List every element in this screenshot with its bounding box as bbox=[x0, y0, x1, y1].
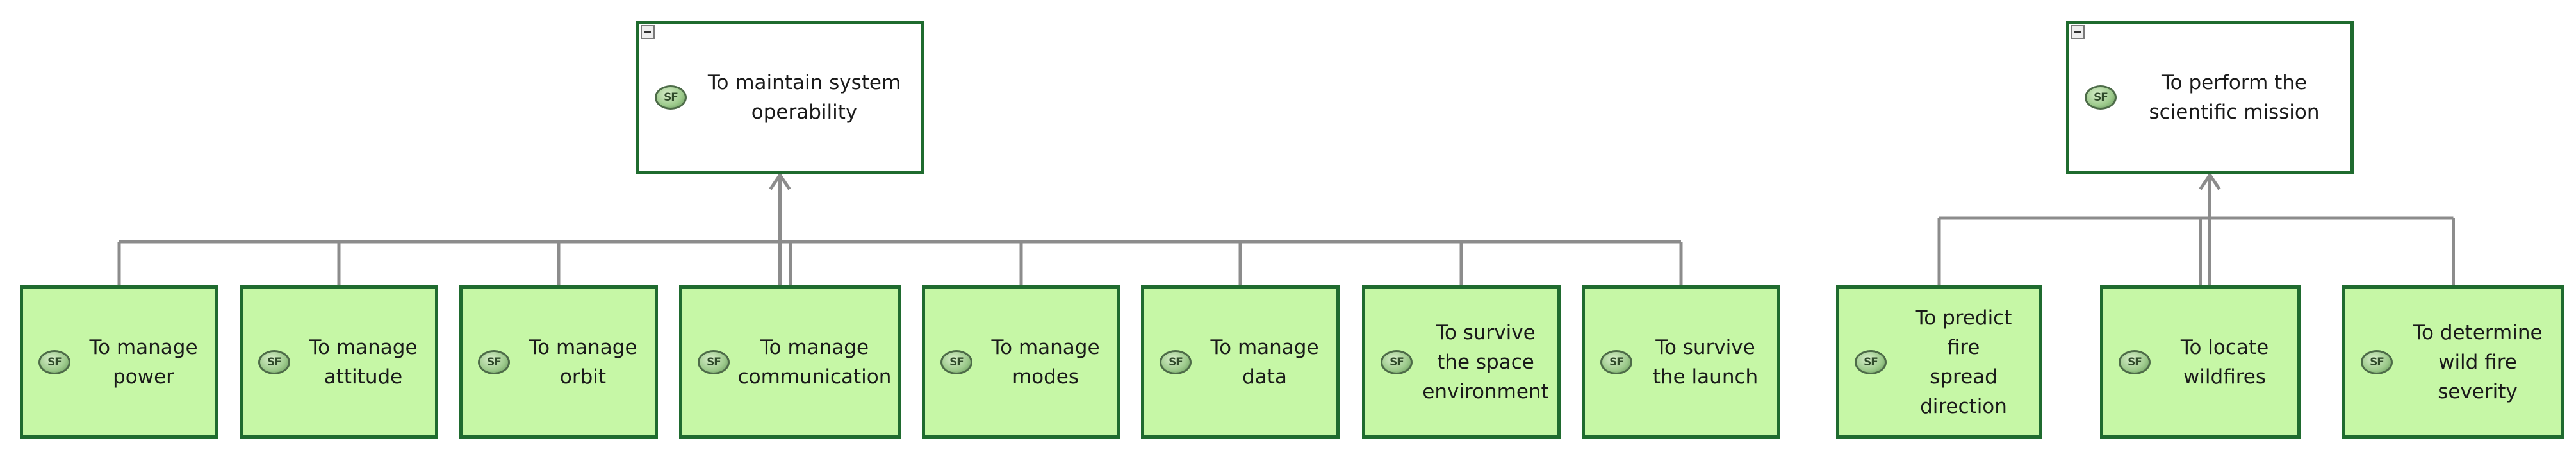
subgoal-manage-orbit[interactable]: SF To manage orbit bbox=[459, 285, 658, 439]
sf-badge-icon: SF bbox=[478, 349, 510, 374]
subgoal-manage-attitude-label: To manage attitude bbox=[309, 335, 418, 389]
subgoal-survive-space-environment-label: To survive the space environment bbox=[1422, 321, 1549, 403]
subgoal-predict-fire-spread-label: To predict fire spread direction bbox=[1915, 306, 2012, 418]
subgoal-manage-data-label: To manage data bbox=[1210, 335, 1319, 389]
sf-badge-icon: SF bbox=[655, 85, 687, 110]
sf-badge-icon: SF bbox=[258, 349, 290, 374]
subgoal-manage-power-label: To manage power bbox=[89, 335, 198, 389]
subgoal-manage-communication[interactable]: SF To manage communication bbox=[679, 285, 901, 439]
sf-badge-icon: SF bbox=[1600, 349, 1632, 374]
sf-badge-icon: SF bbox=[940, 349, 972, 374]
subgoal-locate-wildfires-label: To locate wildfires bbox=[2180, 335, 2269, 389]
goal-perform-scientific-mission-label: To perform the scientific mission bbox=[2149, 71, 2320, 124]
sf-badge-icon: SF bbox=[2361, 349, 2393, 374]
subgoal-survive-launch-label: To survive the launch bbox=[1652, 335, 1759, 389]
goal-perform-scientific-mission[interactable]: SF To perform the scientific mission bbox=[2066, 21, 2354, 174]
goal-maintain-system-operability[interactable]: SF To maintain system operability bbox=[636, 21, 924, 174]
subgoal-determine-fire-severity-label: To determine wild fire severity bbox=[2413, 321, 2543, 403]
goal-maintain-system-operability-label: To maintain system operability bbox=[707, 71, 901, 124]
subgoal-manage-data[interactable]: SF To manage data bbox=[1141, 285, 1340, 439]
sf-badge-icon: SF bbox=[2085, 85, 2117, 110]
sf-badge-icon: SF bbox=[38, 349, 70, 374]
subgoal-survive-space-environment[interactable]: SF To survive the space environment bbox=[1362, 285, 1561, 439]
sf-badge-icon: SF bbox=[698, 349, 730, 374]
subgoal-determine-fire-severity[interactable]: SF To determine wild fire severity bbox=[2342, 285, 2564, 439]
collapse-icon[interactable] bbox=[2071, 25, 2085, 39]
subgoal-manage-orbit-label: To manage orbit bbox=[529, 335, 637, 389]
subgoal-manage-communication-label: To manage communication bbox=[737, 335, 892, 389]
subgoal-manage-modes-label: To manage modes bbox=[991, 335, 1100, 389]
sf-badge-icon: SF bbox=[1381, 349, 1413, 374]
connector-arrowhead bbox=[2199, 172, 2221, 190]
subgoal-survive-launch[interactable]: SF To survive the launch bbox=[1582, 285, 1780, 439]
sf-badge-icon: SF bbox=[1855, 349, 1887, 374]
sf-badge-icon: SF bbox=[1160, 349, 1192, 374]
subgoal-predict-fire-spread[interactable]: SF To predict fire spread direction bbox=[1836, 285, 2042, 439]
subgoal-manage-attitude[interactable]: SF To manage attitude bbox=[240, 285, 438, 439]
collapse-icon[interactable] bbox=[641, 25, 655, 39]
sf-badge-icon: SF bbox=[2119, 349, 2151, 374]
subgoal-manage-modes[interactable]: SF To manage modes bbox=[922, 285, 1120, 439]
subgoal-locate-wildfires[interactable]: SF To locate wildfires bbox=[2100, 285, 2301, 439]
connector-arrowhead bbox=[769, 172, 791, 190]
subgoal-manage-power[interactable]: SF To manage power bbox=[20, 285, 218, 439]
